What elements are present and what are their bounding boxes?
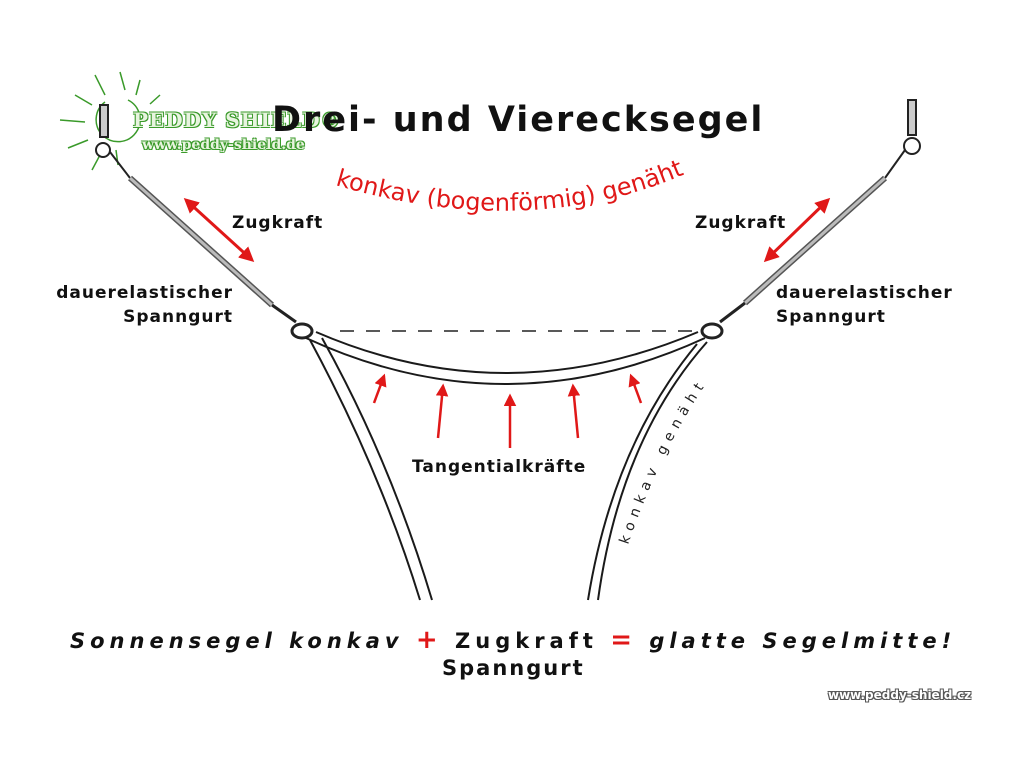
formula-part2: Zugkraft [455,629,598,653]
logo-sun-icon [59,71,161,171]
strap-label-right-2: Spanngurt [776,307,886,327]
zugkraft-label-left: Zugkraft [232,213,324,233]
formula-part3: glatte Segelmitte! [649,629,957,653]
formula-part1: Sonnensegel konkav [70,629,404,653]
zugkraft-arrow-left [183,197,255,263]
formula-below: Spanngurt [442,656,585,680]
left-eye-hook [95,104,131,179]
diagram-title: Drei- und Vierecksegel [272,100,765,140]
strap-label-left-2: Spanngurt [123,307,233,327]
strap-label-left-1: dauerelastischer [56,283,233,303]
tangential-label: Tangentialkräfte [412,457,587,477]
tangential-arrow-5 [628,373,643,404]
sail-outline [305,331,708,601]
tangential-arrow-2 [435,383,449,439]
right-eye-hook [884,99,921,179]
logo-url: www.peddy-shield.de [142,137,305,153]
strap-label-right-1: dauerelastischer [776,283,953,303]
zugkraft-arrow-right [763,197,831,263]
formula-line: Sonnensegel konkav + Zugkraft = glatte S… [70,625,956,655]
formula-equals: = [610,625,638,655]
subtitle-konkav: konkav (bogenförmig) genäht [333,154,686,217]
tangential-arrow-4 [567,383,581,439]
tangential-arrows [372,373,643,448]
watermark: www.peddy-shield.cz [828,688,972,702]
zugkraft-label-right: Zugkraft [695,213,787,233]
logo-name: PEDDY SHIELD® [133,108,342,132]
tangential-arrow-1 [372,373,387,404]
formula-plus: + [415,625,443,655]
